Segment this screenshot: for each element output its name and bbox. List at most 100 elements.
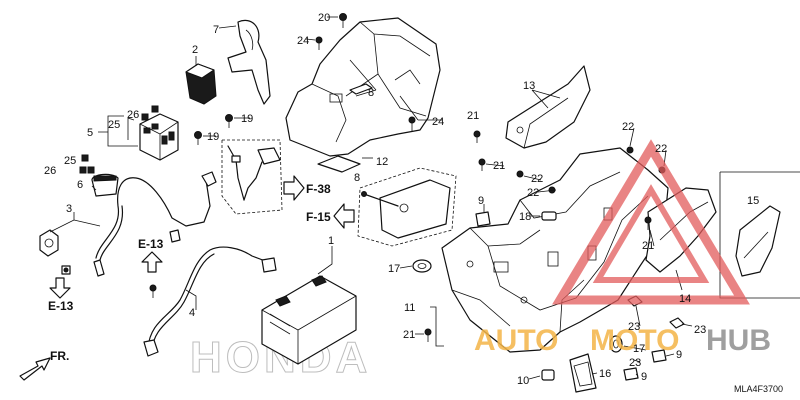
- fuse-box-5[interactable]: [127, 113, 179, 161]
- clip-9-mid[interactable]: [651, 349, 667, 363]
- watermark-text-auto: AUTO: [474, 324, 558, 357]
- battery-cable-3[interactable]: [39, 171, 217, 277]
- ref-e13-bottom[interactable]: E-13: [48, 277, 74, 313]
- callout-c7[interactable]: 7: [213, 24, 219, 36]
- screw-20[interactable]: [339, 13, 347, 29]
- callout-c26a[interactable]: 26: [127, 109, 139, 121]
- callout-c19b[interactable]: 19: [207, 131, 219, 143]
- grommet-17-right[interactable]: [609, 335, 623, 353]
- strap-7[interactable]: [227, 19, 271, 105]
- ref-e13-top[interactable]: E-13: [138, 237, 164, 273]
- bolt-21-a[interactable]: [473, 130, 481, 143]
- rubber-18[interactable]: [541, 211, 557, 221]
- callout-c22c[interactable]: 22: [531, 173, 543, 185]
- callout-c17b[interactable]: 17: [633, 343, 645, 355]
- callout-c25b[interactable]: 25: [64, 155, 76, 167]
- part-13-leader: [531, 89, 561, 109]
- callout-c22d[interactable]: 22: [527, 187, 539, 199]
- nut-22-a[interactable]: [626, 146, 634, 154]
- fuse-25-top[interactable]: [141, 113, 149, 121]
- clip-9-bottom[interactable]: [623, 367, 639, 381]
- callout-c21a[interactable]: 21: [467, 110, 479, 122]
- screw-24-right[interactable]: [408, 116, 416, 131]
- screw-24-top[interactable]: [315, 36, 323, 50]
- fuse-25-left[interactable]: [81, 154, 89, 162]
- callout-c25a[interactable]: 25: [108, 119, 120, 131]
- callout-c13[interactable]: 13: [523, 80, 535, 92]
- side-cover-f15[interactable]: [361, 179, 451, 239]
- bolt-21-b[interactable]: [478, 158, 486, 171]
- bracket-13[interactable]: [505, 65, 591, 149]
- callout-c21d[interactable]: 21: [403, 329, 415, 341]
- relay-2[interactable]: [185, 63, 217, 105]
- svg-text:E-13: E-13: [48, 299, 74, 313]
- bolt-21-d[interactable]: [424, 328, 432, 342]
- watermark-text-hub: HUB: [706, 324, 771, 357]
- callout-c21b[interactable]: 21: [493, 160, 505, 172]
- callout-c12[interactable]: 12: [376, 156, 388, 168]
- bolt-e13-bottom[interactable]: [61, 265, 71, 275]
- callout-c22b[interactable]: 22: [655, 143, 667, 155]
- callout-c21c[interactable]: 21: [642, 240, 654, 252]
- callout-c14[interactable]: 14: [679, 293, 691, 305]
- starter-relay-cable[interactable]: [227, 145, 281, 201]
- callout-c23a[interactable]: 23: [628, 321, 640, 333]
- ref-f38[interactable]: F-38: [283, 175, 331, 201]
- part-3-leader: [49, 212, 101, 233]
- svg-text:E-13: E-13: [138, 237, 164, 251]
- fuse-26-left[interactable]: [79, 166, 95, 174]
- strip-8[interactable]: [349, 83, 373, 95]
- callout-c9b[interactable]: 9: [676, 349, 682, 361]
- bracket-15[interactable]: [735, 205, 781, 277]
- bolt-19-right[interactable]: [225, 114, 233, 129]
- fuse-26-top[interactable]: [151, 105, 159, 113]
- callout-c4[interactable]: 4: [189, 307, 195, 319]
- svg-text:FR.: FR.: [50, 349, 69, 363]
- part-11-leader: [430, 306, 444, 347]
- callout-c1[interactable]: 1: [328, 235, 334, 247]
- watermark-text-moto: MOTO: [590, 324, 679, 357]
- callout-c18[interactable]: 18: [519, 211, 531, 223]
- diagram-code: MLA4F3700: [734, 384, 783, 394]
- negative-cable-4[interactable]: [143, 246, 277, 357]
- cushion-10[interactable]: [541, 369, 555, 381]
- callout-c10[interactable]: 10: [517, 375, 529, 387]
- callout-c15[interactable]: 15: [747, 195, 759, 207]
- callout-c17a[interactable]: 17: [388, 263, 400, 275]
- callout-c23b[interactable]: 23: [694, 324, 706, 336]
- callout-c9c[interactable]: 9: [641, 371, 647, 383]
- pad-12[interactable]: [317, 155, 361, 173]
- svg-text:F-15: F-15: [306, 210, 331, 224]
- callout-c8[interactable]: 8: [368, 87, 374, 99]
- fuse-cover-6[interactable]: [91, 173, 119, 197]
- grommet-17-left[interactable]: [412, 259, 432, 273]
- callout-c2[interactable]: 2: [192, 44, 198, 56]
- callout-c11[interactable]: 11: [404, 302, 415, 314]
- callout-c24b[interactable]: 24: [432, 116, 444, 128]
- callout-c9a[interactable]: 9: [478, 195, 484, 207]
- bolt-21-c[interactable]: [644, 216, 652, 230]
- callout-c5[interactable]: 5: [87, 127, 93, 139]
- battery-1[interactable]: [261, 275, 357, 365]
- callout-c23c[interactable]: 23: [629, 357, 641, 369]
- ref-f15[interactable]: F-15: [306, 203, 355, 229]
- callout-c8b[interactable]: 8: [354, 172, 360, 184]
- stay-16[interactable]: [569, 353, 597, 393]
- svg-text:F-38: F-38: [306, 182, 331, 196]
- callout-c22a[interactable]: 22: [622, 121, 634, 133]
- callout-c6[interactable]: 6: [77, 179, 83, 191]
- callout-c24a[interactable]: 24: [297, 35, 309, 47]
- bolt-19-left[interactable]: [194, 131, 202, 146]
- callout-c20[interactable]: 20: [318, 12, 330, 24]
- starter-cable-box: [221, 139, 283, 215]
- callout-c16[interactable]: 16: [599, 368, 611, 380]
- callout-c26b[interactable]: 26: [44, 165, 56, 177]
- callout-c3[interactable]: 3: [66, 203, 72, 215]
- nut-22-c[interactable]: [516, 170, 524, 178]
- callout-c19a[interactable]: 19: [241, 113, 253, 125]
- bolt-negative-terminal[interactable]: [149, 284, 157, 298]
- leader-lines: [91, 16, 693, 380]
- clip-9-top[interactable]: [475, 211, 491, 227]
